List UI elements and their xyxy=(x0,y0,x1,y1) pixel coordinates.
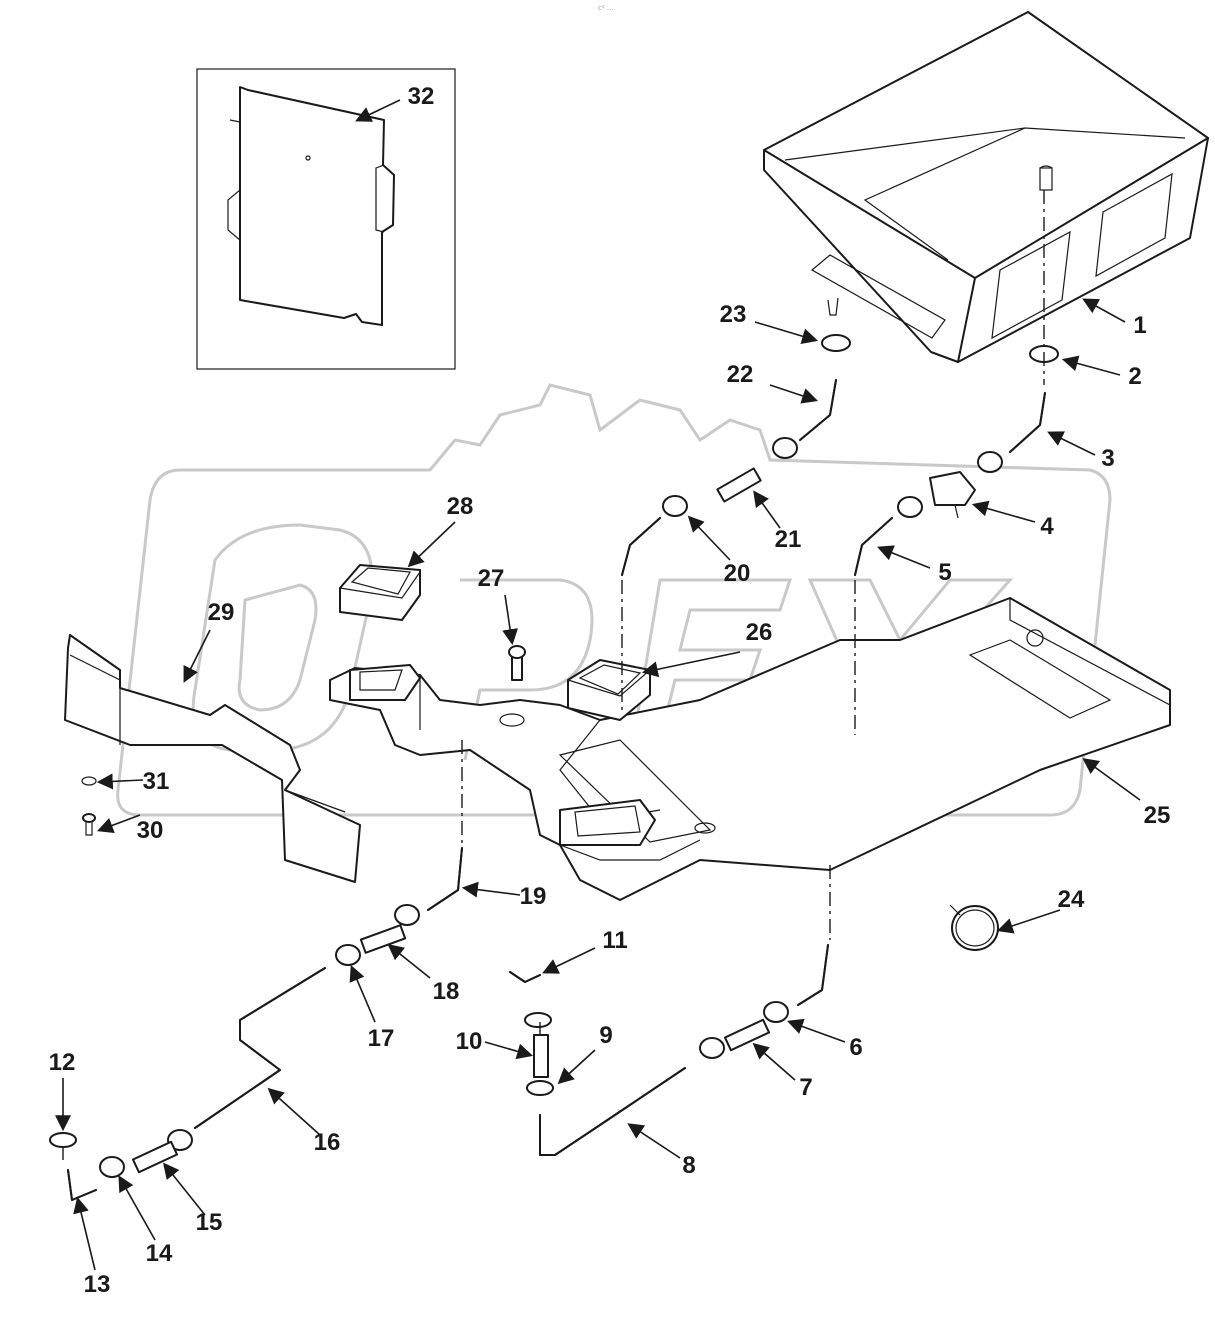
hose-clamps xyxy=(49,334,1059,1178)
callout-17: 17 xyxy=(367,1025,395,1052)
callout-3: 3 xyxy=(1101,445,1115,472)
callout-9: 9 xyxy=(599,1022,613,1049)
callout-14: 14 xyxy=(145,1240,173,1267)
callout-7: 7 xyxy=(799,1074,813,1101)
duct-adapter-28 xyxy=(339,564,421,621)
alignment-lines xyxy=(62,190,1045,1165)
heater-box-1 xyxy=(763,11,1209,363)
callout-26: 26 xyxy=(745,619,773,646)
hoses xyxy=(67,379,1046,1201)
callout-20: 20 xyxy=(723,560,751,587)
header-mark: c² ... xyxy=(598,4,614,12)
callout-2: 2 xyxy=(1128,363,1142,390)
inset-panel-32 xyxy=(196,68,456,370)
bracket-29 xyxy=(64,634,361,883)
callout-27: 27 xyxy=(477,565,505,592)
callout-23: 23 xyxy=(719,301,747,328)
callout-25: 25 xyxy=(1143,802,1171,829)
callout-10: 10 xyxy=(455,1028,483,1055)
callout-12: 12 xyxy=(48,1049,76,1076)
callout-24: 24 xyxy=(1057,886,1085,913)
callout-31: 31 xyxy=(142,768,170,795)
screw-27 xyxy=(508,645,526,681)
callout-28: 28 xyxy=(446,493,474,520)
callout-5: 5 xyxy=(938,559,952,586)
callout-19: 19 xyxy=(519,883,547,910)
leader-lines xyxy=(55,99,1141,1271)
callout-1: 1 xyxy=(1133,312,1147,339)
callout-6: 6 xyxy=(849,1034,863,1061)
callout-32: 32 xyxy=(407,83,435,110)
callout-8: 8 xyxy=(682,1152,696,1179)
callout-16: 16 xyxy=(313,1129,341,1156)
callout-21: 21 xyxy=(774,526,802,553)
callout-30: 30 xyxy=(136,817,164,844)
callout-13: 13 xyxy=(83,1271,111,1298)
callout-11: 11 xyxy=(602,927,628,954)
duct-assembly-25 xyxy=(329,597,1171,901)
callout-22: 22 xyxy=(726,361,754,388)
callout-15: 15 xyxy=(195,1209,223,1236)
callout-18: 18 xyxy=(432,978,460,1005)
callout-29: 29 xyxy=(207,599,235,626)
duct-adapter-26 xyxy=(567,659,651,721)
callout-4: 4 xyxy=(1040,513,1054,540)
